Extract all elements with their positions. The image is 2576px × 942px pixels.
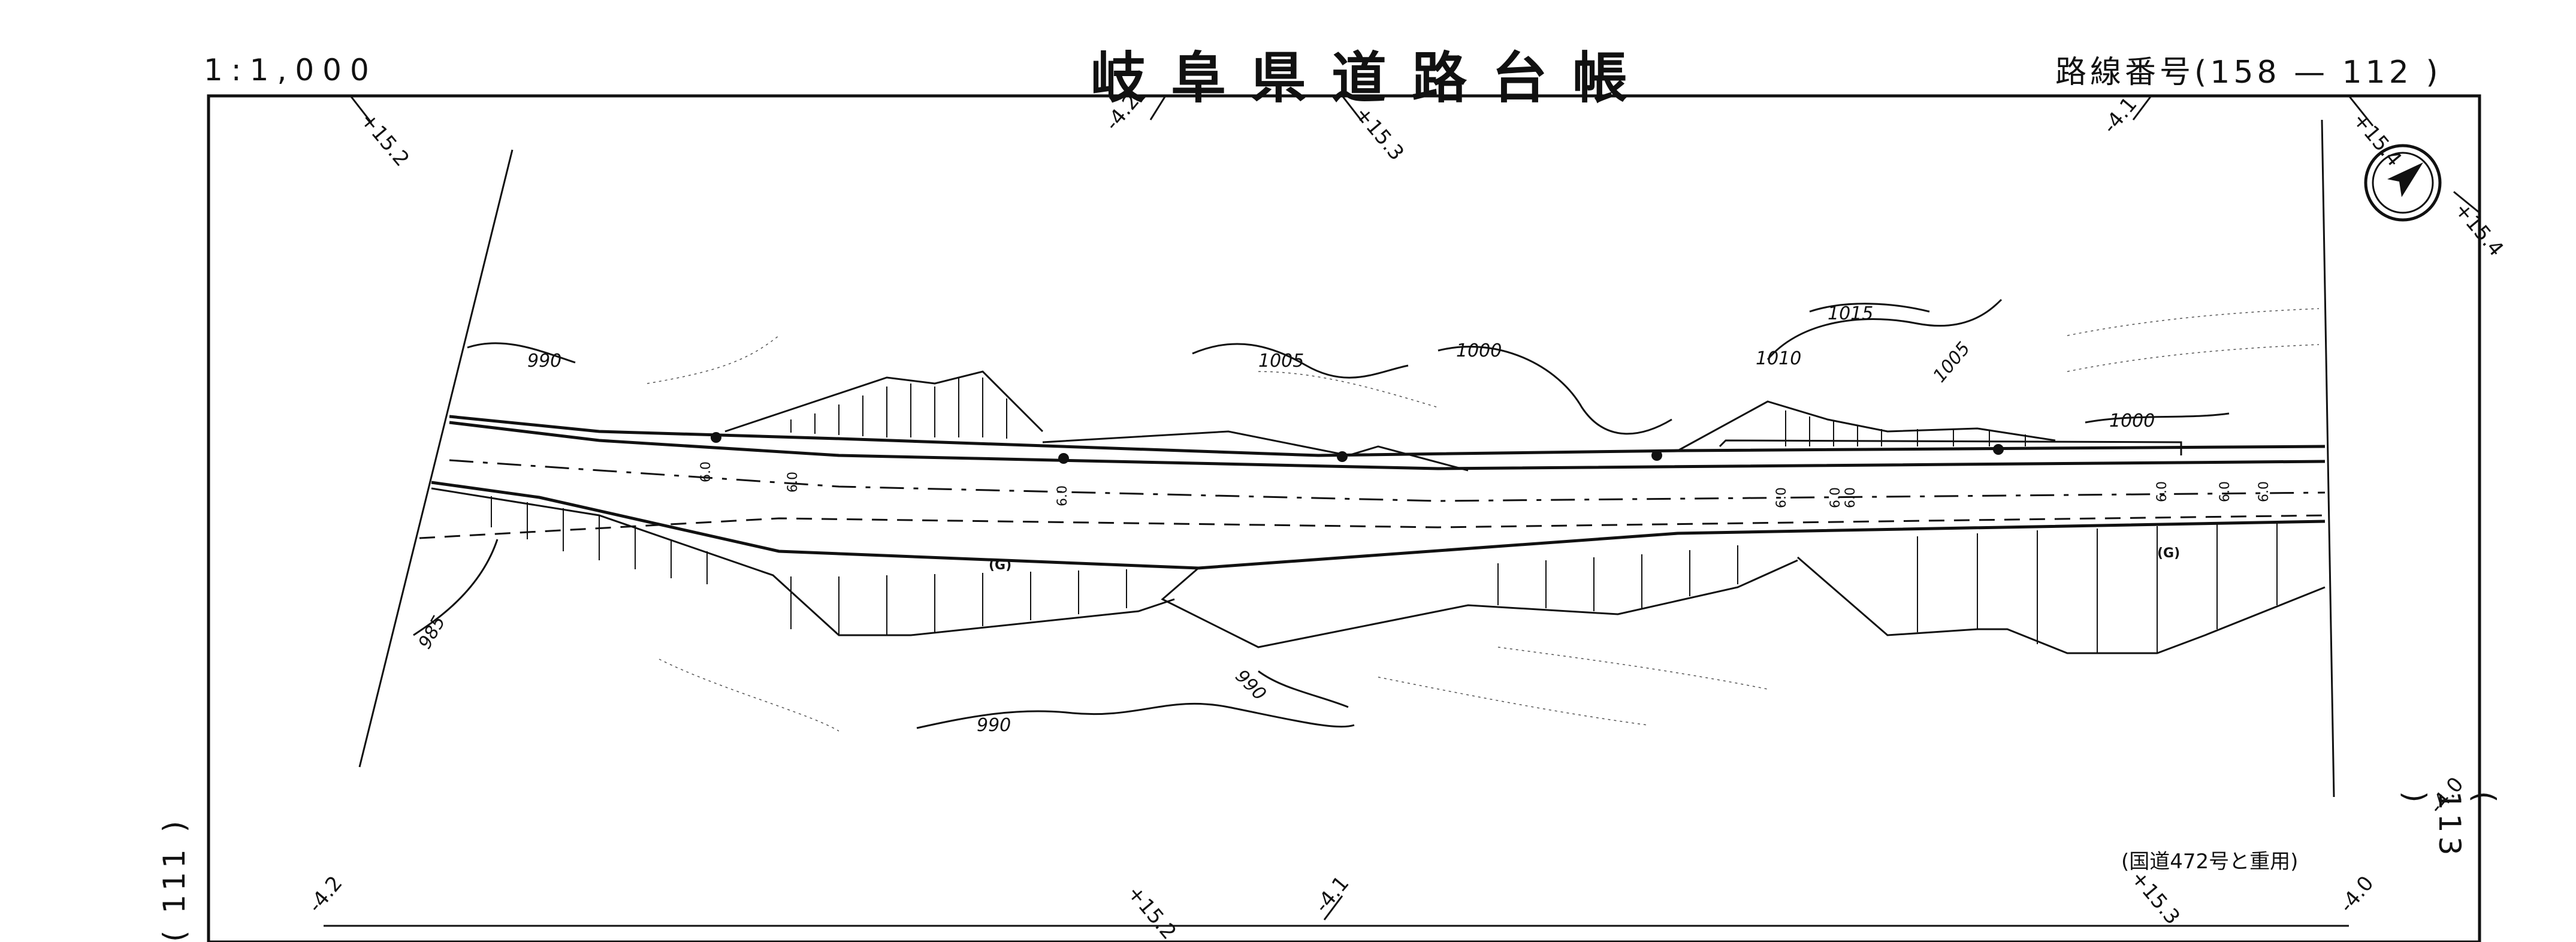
contour-label: 990	[977, 715, 1011, 736]
contour-label: 1005	[1258, 351, 1304, 372]
width-label: 6.0	[1774, 487, 1789, 508]
station-label: +15.2	[1122, 881, 1181, 942]
width-label: 6.0	[2257, 481, 2272, 502]
width-label: 6.0	[786, 472, 801, 493]
station-label: +15.4	[2348, 108, 2406, 171]
guardrail-label: (G)	[2157, 546, 2180, 561]
overlap-note: (国道472号と重用)	[2121, 850, 2299, 874]
map-scale: 1:1,000	[204, 53, 378, 87]
station-label: +15.3	[2126, 866, 2185, 929]
contour-lines	[413, 298, 2230, 729]
contour-label: 990	[1231, 666, 1270, 705]
station-label: -4.0	[2335, 871, 2378, 917]
station-ticks-top	[349, 95, 2480, 214]
match-lines	[358, 119, 2335, 798]
station-label: -4.1	[2098, 92, 2142, 138]
width-label: 6.0	[1055, 485, 1070, 506]
width-label: 6.0	[2218, 481, 2233, 502]
contour-label: 990	[527, 351, 561, 372]
slope-hatching-upper	[790, 378, 2026, 446]
map-frame	[207, 94, 2481, 942]
lower-slopes	[431, 487, 2326, 654]
station-label: +15.3	[1350, 102, 1409, 165]
page-title: 岐阜県道路台帳	[1091, 46, 1653, 110]
upper-slopes	[724, 370, 2182, 472]
point-markers	[711, 432, 2004, 464]
station-label: +15.2	[355, 108, 414, 171]
station-label: -4.2	[303, 871, 347, 917]
width-label: 6.0	[1843, 487, 1858, 508]
width-label: 6.0	[699, 461, 714, 482]
slope-hatching-lower	[491, 496, 2278, 653]
width-label: 6.0	[1828, 487, 1843, 508]
guardrail-label: (G)	[989, 558, 1011, 573]
north-arrow-icon	[2364, 144, 2442, 222]
route-number: 路線番号(158 — 112 )	[2055, 55, 2442, 90]
contour-label: 1010	[1756, 348, 1801, 369]
contour-label: 985	[415, 612, 450, 653]
minor-contours	[647, 308, 2320, 732]
road-centerline	[449, 459, 2326, 502]
station-label: -4.0	[2424, 772, 2468, 819]
contour-label: 1015	[1828, 303, 1873, 324]
width-label: 6.0	[2155, 481, 2170, 502]
contour-label: 1000	[2109, 410, 2155, 431]
road-edges	[431, 415, 2326, 570]
contour-label: 1005	[1929, 338, 1974, 387]
contour-label: 1000	[1456, 340, 1502, 361]
